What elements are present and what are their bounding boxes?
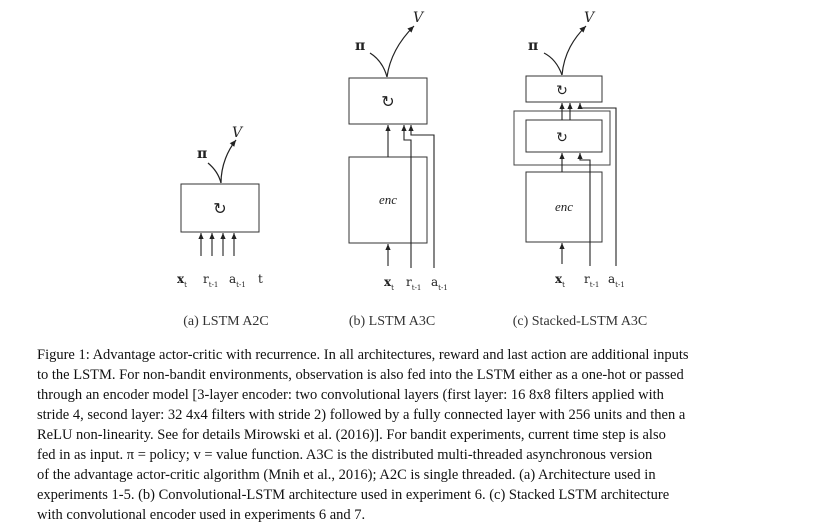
lstm-core-box: [180, 183, 260, 233]
input-label-r: rt-1: [406, 275, 421, 292]
input-label-a: at-1: [608, 272, 625, 289]
caption-line: stride 4, second layer: 32 4x4 filters w…: [37, 407, 686, 423]
caption-line: with convolutional encoder used in exper…: [37, 507, 366, 523]
input-label-x: xt: [555, 272, 565, 289]
input-arrow-r: [577, 153, 591, 266]
input-label-t: t: [258, 272, 263, 286]
panel-c: π V ↻ ↻ enc xt rt-1 at-1 (c) Stacked-LST…: [513, 10, 648, 329]
input-arrow-a: [408, 125, 435, 268]
value-output-label: V: [413, 10, 425, 26]
input-label-x: xt: [177, 272, 187, 289]
caption-line: experiments 1-5. (b) Convolutional-LSTM …: [37, 487, 670, 503]
input-label-x: xt: [384, 275, 394, 292]
subcaption-c: (c) Stacked-LSTM A3C: [513, 314, 648, 329]
panel-b: π V ↻ enc xt rt-1 at-1 (b) LSTM A3C: [348, 10, 448, 329]
input-label-r: rt-1: [203, 272, 218, 289]
caption-line: fed in as input. π = policy; v = value f…: [37, 447, 653, 463]
output-arrow-left: [207, 162, 222, 184]
caption-line: to the LSTM. For non-bandit environments…: [37, 367, 684, 383]
caption-line: through an encoder model [3-layer encode…: [37, 387, 664, 403]
lstm-bottom-box: [525, 119, 603, 153]
output-arrow-curve: [386, 25, 415, 78]
recurrence-icon: ↻: [556, 130, 568, 146]
output-arrow-left: [369, 52, 388, 78]
policy-output-label: π: [355, 38, 365, 54]
value-output-label: V: [232, 125, 244, 141]
architecture-diagrams: π V ↻ xt rt-1 at-1 t (a) LSTM A2C π V ↻: [177, 10, 648, 329]
value-output-label: V: [584, 10, 596, 26]
subcaption-a: (a) LSTM A2C: [183, 314, 269, 329]
policy-output-label: π: [197, 146, 207, 162]
recurrence-icon: ↻: [556, 83, 568, 99]
lstm-top-box: [525, 75, 603, 103]
policy-output-label: π: [528, 38, 538, 54]
input-label-a: at-1: [229, 272, 246, 289]
lstm-core-box: [348, 77, 428, 125]
input-arrow-r: [401, 125, 412, 268]
caption-line: Figure 1: Advantage actor-critic with re…: [37, 347, 689, 363]
encoder-label: enc: [379, 192, 397, 207]
encoder-label: enc: [555, 199, 573, 214]
recurrence-icon: ↻: [213, 199, 226, 218]
output-arrow-left: [543, 52, 563, 76]
caption-line: of the advantage actor-critic algorithm …: [37, 467, 656, 483]
output-arrow-curve: [220, 139, 237, 184]
subcaption-b: (b) LSTM A3C: [349, 314, 435, 329]
input-label-a: at-1: [431, 275, 448, 292]
caption-line: ReLU non-linearity. See for details Miro…: [37, 427, 666, 443]
encoder-box: [525, 171, 603, 243]
recurrence-icon: ↻: [381, 92, 394, 111]
input-label-r: rt-1: [584, 272, 599, 289]
encoder-box: [348, 156, 428, 244]
output-arrow-curve: [561, 25, 587, 76]
panel-a: π V ↻ xt rt-1 at-1 t (a) LSTM A2C: [177, 125, 269, 329]
input-arrow-a: [577, 103, 617, 266]
